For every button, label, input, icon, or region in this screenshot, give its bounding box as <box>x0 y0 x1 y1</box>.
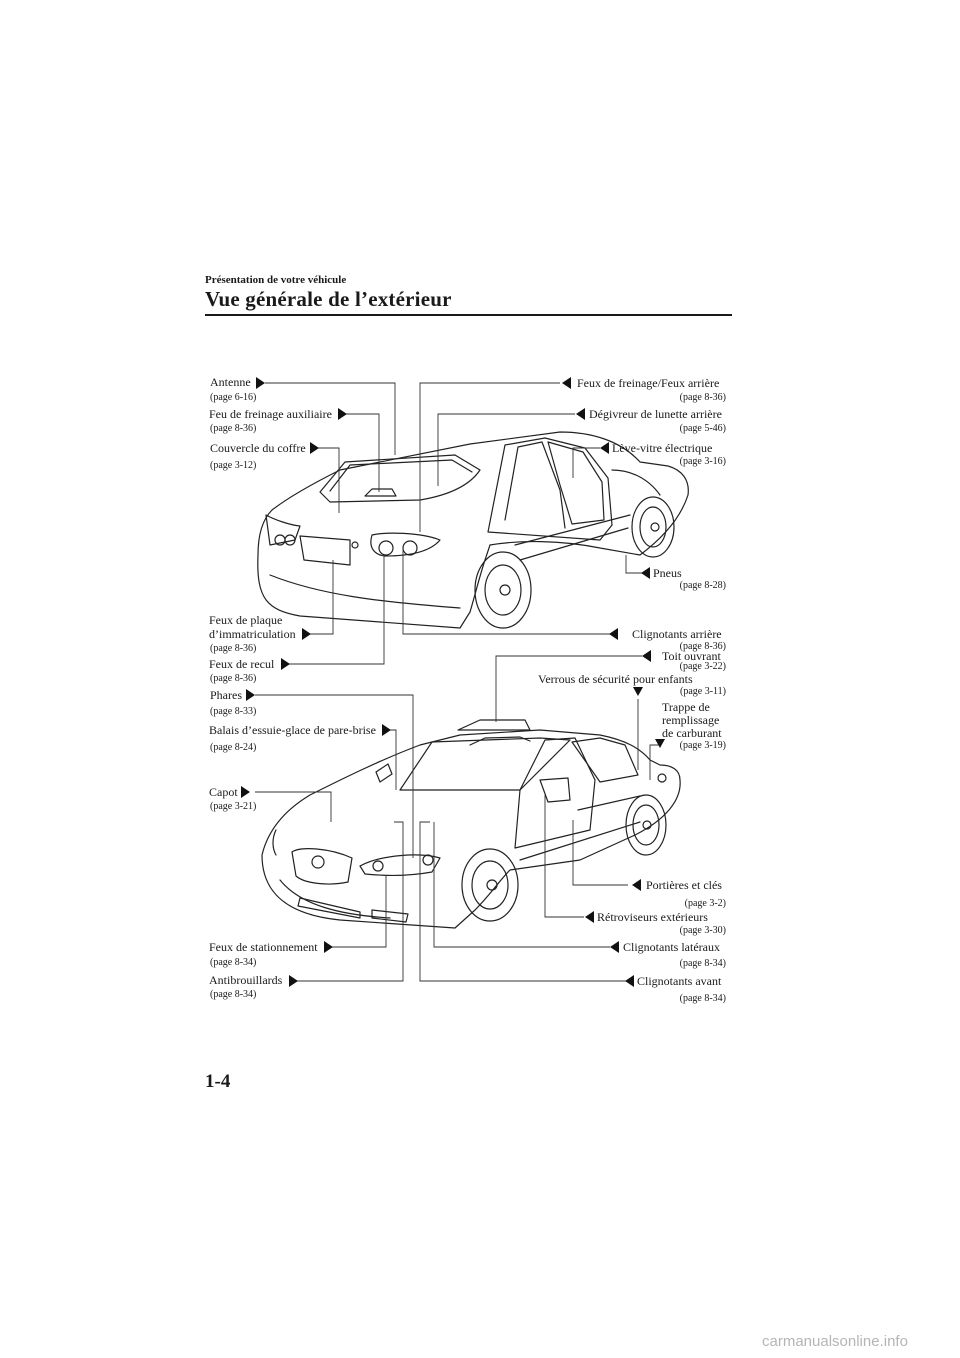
callout-degivreur-label: Dégivreur de lunette arrière <box>589 407 722 421</box>
callout-degivreur-page: (page 5-46) <box>679 423 726 434</box>
watermark: carmanualsonline.info <box>762 1333 908 1350</box>
callout-leve-vitre-page: (page 3-16) <box>679 456 726 467</box>
arrow-right-icon <box>310 442 319 454</box>
callout-trappe-label-1: Trappe de <box>662 700 710 714</box>
arrow-left-icon <box>600 442 609 454</box>
callout-feu-freinage-auxiliaire-page: (page 8-36) <box>210 423 257 434</box>
arrow-right-icon <box>382 724 391 736</box>
arrow-left-icon <box>632 879 641 891</box>
callout-pneus-label: Pneus <box>653 566 682 580</box>
callout-feux-plaque-label-2: d’immatriculation <box>209 627 296 641</box>
callout-capot-page: (page 3-21) <box>210 801 257 812</box>
callout-couvercle-coffre-page: (page 3-12) <box>210 460 257 471</box>
callout-feux-stationnement-page: (page 8-34) <box>210 957 257 968</box>
arrow-right-icon <box>241 786 250 798</box>
callout-trappe-label-2: remplissage <box>662 713 720 727</box>
callout-clignotants-arriere-page: (page 8-36) <box>679 641 726 652</box>
callout-antenne-page: (page 6-16) <box>210 392 257 403</box>
arrow-right-icon <box>338 408 347 420</box>
front-car-illustration <box>261 719 681 929</box>
callout-toit-ouvrant-page: (page 3-22) <box>679 661 726 672</box>
callout-clignotants-lateraux-page: (page 8-34) <box>679 958 726 969</box>
rear-car-illustration <box>257 431 689 629</box>
callout-clignotants-avant-page: (page 8-34) <box>679 993 726 1004</box>
arrow-down-icon <box>655 739 665 748</box>
callout-retroviseurs-label: Rétroviseurs extérieurs <box>597 910 708 924</box>
callout-balais-page: (page 8-24) <box>210 742 257 753</box>
arrow-right-icon <box>256 377 265 389</box>
section-header: Présentation de votre véhicule <box>205 274 347 286</box>
callout-balais-label: Balais d’essuie-glace de pare-brise <box>209 723 376 737</box>
callout-toit-ouvrant-label: Toit ouvrant <box>662 649 721 663</box>
page-title: Vue générale de l’extérieur <box>205 287 452 311</box>
arrow-left-icon <box>610 941 619 953</box>
arrow-right-icon <box>281 658 290 670</box>
callout-feu-freinage-auxiliaire-label: Feu de freinage auxiliaire <box>209 407 332 421</box>
page-number: 1-4 <box>205 1071 231 1092</box>
callout-portieres-label: Portières et clés <box>646 878 722 892</box>
callout-capot-label: Capot <box>209 785 238 799</box>
callout-feux-freinage-arriere-label: Feux de freinage/Feux arrière <box>577 376 720 390</box>
callout-couvercle-coffre-label: Couvercle du coffre <box>210 441 306 455</box>
callout-pneus-page: (page 8-28) <box>679 580 726 591</box>
callout-retroviseurs-page: (page 3-30) <box>679 925 726 936</box>
callout-verrous-label: Verrous de sécurité pour enfants <box>538 672 693 686</box>
arrow-right-icon <box>246 689 255 701</box>
arrow-left-icon <box>585 911 594 923</box>
arrow-right-icon <box>324 941 333 953</box>
callout-clignotants-avant-label: Clignotants avant <box>637 974 722 988</box>
arrow-left-icon <box>642 650 651 662</box>
arrow-right-icon <box>302 628 311 640</box>
callout-phares-page: (page 8-33) <box>210 706 257 717</box>
arrow-left-icon <box>625 975 634 987</box>
callout-clignotants-arriere-label: Clignotants arrière <box>632 627 722 641</box>
arrow-left-icon <box>562 377 571 389</box>
callout-phares-label: Phares <box>210 688 242 702</box>
callout-clignotants-lateraux-label: Clignotants latéraux <box>623 940 720 954</box>
callout-feux-recul-page: (page 8-36) <box>210 673 257 684</box>
arrow-down-icon <box>633 687 643 696</box>
callout-antibrouillards-page: (page 8-34) <box>210 989 257 1000</box>
callout-portieres-page: (page 3-2) <box>684 898 726 909</box>
callout-trappe-page: (page 3-19) <box>679 740 726 751</box>
callout-feux-freinage-arriere-page: (page 8-36) <box>679 392 726 403</box>
arrow-left-icon <box>641 567 650 579</box>
callout-leve-vitre-label: Lève-vitre électrique <box>612 441 713 455</box>
callout-feux-plaque-label-1: Feux de plaque <box>209 613 283 627</box>
callout-trappe-label-3: de carburant <box>662 726 722 740</box>
arrow-left-icon <box>609 628 618 640</box>
arrow-right-icon <box>289 975 298 987</box>
callout-feux-stationnement-label: Feux de stationnement <box>209 940 318 954</box>
arrow-left-icon <box>576 408 585 420</box>
callout-feux-recul-label: Feux de recul <box>209 657 275 671</box>
callout-arrows <box>241 377 665 987</box>
callout-verrous-page: (page 3-11) <box>680 686 726 697</box>
callout-feux-plaque-page: (page 8-36) <box>210 643 257 654</box>
title-rule <box>205 314 732 316</box>
leader-lines <box>255 382 660 982</box>
callout-antenne-label: Antenne <box>210 375 251 389</box>
callout-antibrouillards-label: Antibrouillards <box>209 973 283 987</box>
